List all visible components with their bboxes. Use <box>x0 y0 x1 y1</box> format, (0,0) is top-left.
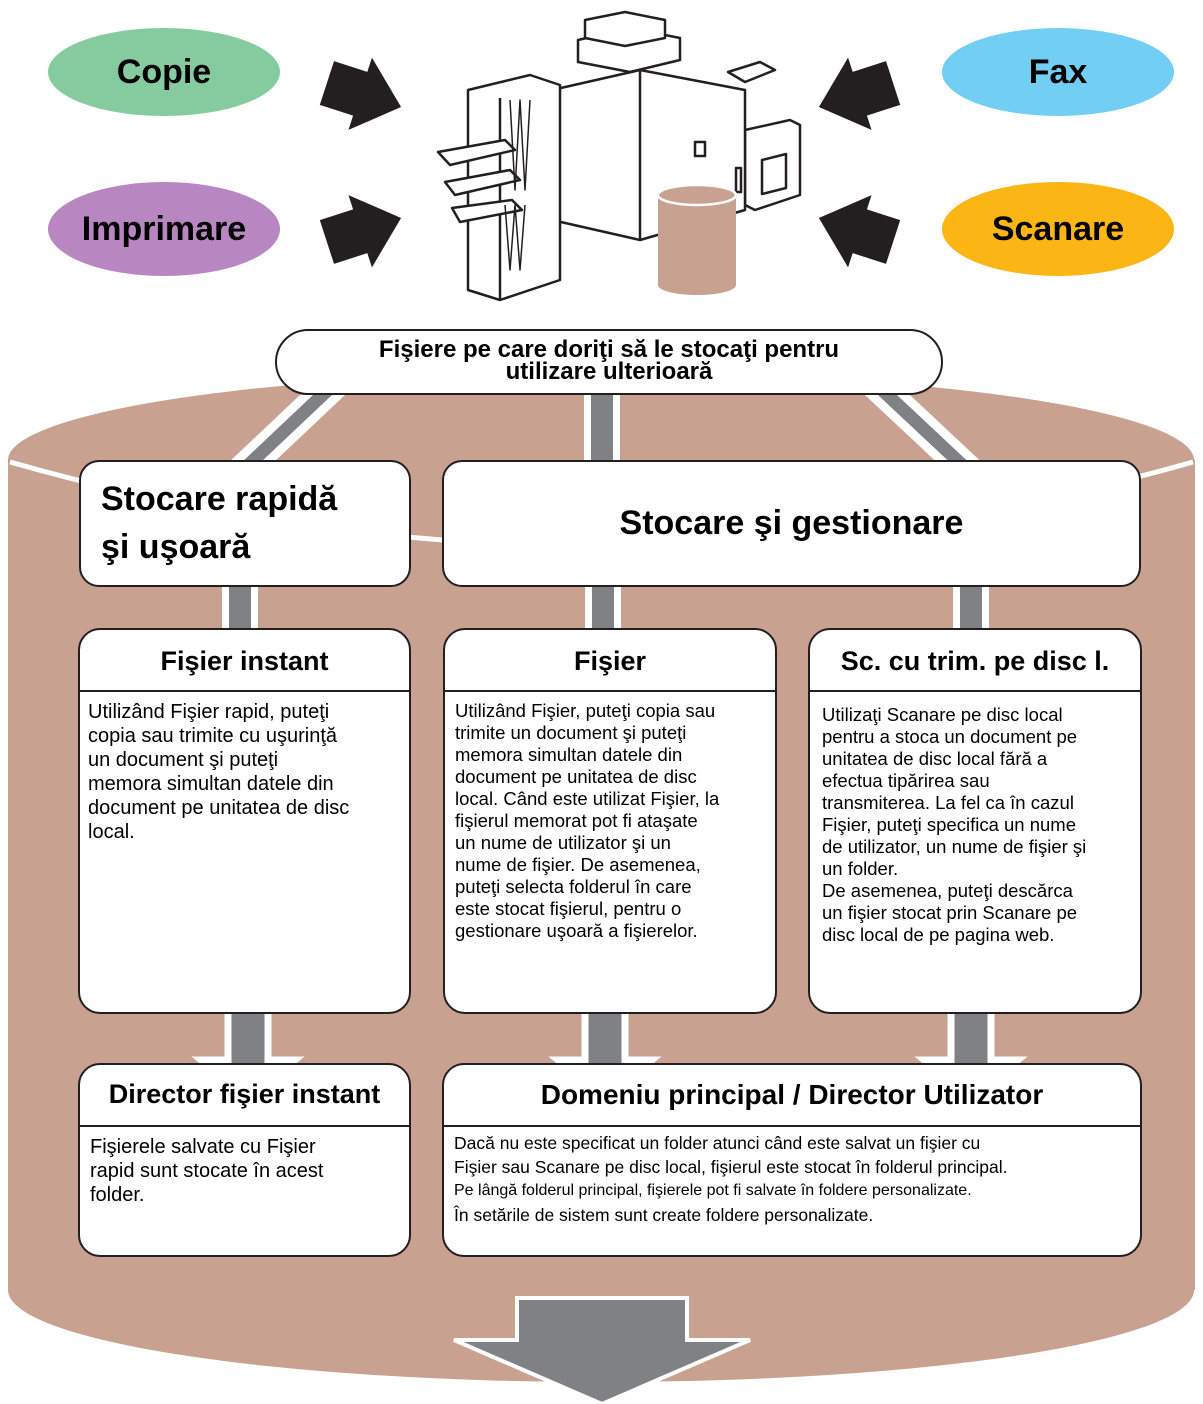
file-description: Utilizând Fişier, puteţi copia sau trimi… <box>445 692 775 942</box>
main-folder-line: Dacă nu este specificat un folder atunci… <box>454 1133 981 1153</box>
file-line: memora simultan datele din <box>455 744 683 765</box>
print-oval: Imprimare <box>48 182 280 276</box>
file-line: puteţi selecta folderul în care <box>455 876 692 897</box>
scan-to-hdd-line: Utilizaţi Scanare pe disc local <box>822 704 1063 725</box>
quick-file-folder-line: rapid sunt stocate în acest <box>90 1160 324 1182</box>
printer-illustration <box>436 10 802 302</box>
quick-file-folder-title: Director fişier instant <box>108 1079 381 1109</box>
scan-to-hdd-line: pentru a stoca un document pe <box>822 726 1078 747</box>
scan-to-hdd-line: Fişier, puteţi specifica un nume <box>822 814 1076 835</box>
hdd-icon <box>656 183 738 295</box>
print-label: Imprimare <box>81 209 247 248</box>
scan-to-hdd-box: Sc. cu trim. pe disc l. Utilizaţi Scanar… <box>808 628 1142 1014</box>
quick-storage-line-2: şi uşoară <box>101 528 251 566</box>
quick-file-folder-box: Director fişier instant Fişierele salvat… <box>78 1063 411 1257</box>
banner-line-1: Fişiere pe care doriţi să le stocaţi pen… <box>378 336 840 363</box>
fax-label: Fax <box>1028 52 1088 91</box>
file-title: Fişier <box>573 646 647 676</box>
scan-to-hdd-title: Sc. cu trim. pe disc l. <box>840 646 1110 676</box>
file-box: Fişier Utilizând Fişier, puteţi copia sa… <box>443 628 777 1014</box>
scan-to-hdd-line: unitatea de disc local fără a <box>822 748 1048 769</box>
file-line: nume de fişier. De asemenea, <box>455 854 701 875</box>
main-folder-box: Domeniu principal / Director Utilizator … <box>442 1063 1142 1257</box>
main-folder-line: În setările de sistem sunt create folder… <box>454 1205 874 1225</box>
stored-files-banner: Fişiere pe care doriţi să le stocaţi pen… <box>275 329 943 395</box>
scan-oval: Scanare <box>942 182 1174 276</box>
scan-to-hdd-description: Utilizaţi Scanare pe disc local pentru a… <box>810 692 1140 946</box>
main-folder-line: Fişier sau Scanare pe disc local, fişier… <box>454 1157 1008 1177</box>
main-folder-line: Pe lângă folderul principal, fişierele p… <box>454 1182 972 1199</box>
file-line: local. Când este utilizat Fişier, la <box>455 788 720 809</box>
quick-file-line: document pe unitatea de disc <box>88 797 350 819</box>
file-line: fişierul memorat pot fi ataşate <box>455 810 698 831</box>
quick-file-description: Utilizând Fişier rapid, puteţi copia sau… <box>80 692 409 844</box>
scan-to-hdd-line: transmiterea. La fel ca în cazul <box>822 792 1074 813</box>
file-line: document pe unitatea de disc <box>455 766 697 787</box>
quick-file-line: memora simultan datele din <box>88 773 334 795</box>
scan-to-hdd-line: disc local de pe pagina web. <box>822 924 1055 945</box>
copy-oval: Copie <box>48 28 280 116</box>
mode-connectors <box>222 585 989 630</box>
quick-file-folder-description: Fişierele salvate cu Fişier rapid sunt s… <box>80 1127 409 1207</box>
banner-line-2: utilizare ulterioară <box>505 358 713 385</box>
managed-storage-box: Stocare şi gestionare <box>442 460 1141 587</box>
input-arrows <box>319 57 901 268</box>
scan-to-hdd-line: de utilizator, un nume de fişier şi <box>822 836 1087 857</box>
quick-file-folder-line: Fişierele salvate cu Fişier <box>90 1136 316 1158</box>
copy-label: Copie <box>116 52 212 91</box>
main-folder-title: Domeniu principal / Director Utilizator <box>540 1079 1044 1110</box>
quick-file-folder-line: folder. <box>90 1184 145 1206</box>
file-line: Utilizând Fişier, puteţi copia sau <box>455 700 716 721</box>
quick-file-box: Fişier instant Utilizând Fişier rapid, p… <box>78 628 411 1014</box>
managed-storage-title: Stocare şi gestionare <box>619 504 964 542</box>
quick-file-line: un document şi puteţi <box>88 749 279 771</box>
quick-storage-line-1: Stocare rapidă <box>101 480 338 518</box>
banner-connectors <box>210 395 990 480</box>
scan-to-hdd-line: un folder. <box>822 858 899 879</box>
quick-file-line: copia sau trimite cu uşurinţă <box>88 725 338 747</box>
quick-storage-box: Stocare rapidă şi uşoară <box>79 460 411 587</box>
file-line: este stocat fişierul, pentru o <box>455 898 682 919</box>
scan-to-hdd-line: efectua tipărirea sau <box>822 770 990 791</box>
file-line: trimite un document şi puteţi <box>455 722 687 743</box>
file-line: un nume de utilizator şi un <box>455 832 671 853</box>
quick-file-title: Fişier instant <box>160 646 329 676</box>
main-folder-description: Dacă nu este specificat un folder atunci… <box>444 1127 1140 1227</box>
file-line: gestionare uşoară a fişierelor. <box>455 920 698 941</box>
output-arrow <box>453 1296 751 1404</box>
quick-file-line: local. <box>88 821 135 843</box>
quick-file-line: Utilizând Fişier rapid, puteţi <box>88 701 330 723</box>
scan-to-hdd-line: un fişier stocat prin Scanare pe <box>822 902 1078 923</box>
scan-to-hdd-line: De asemenea, puteţi descărca <box>822 880 1073 901</box>
fax-oval: Fax <box>942 28 1174 116</box>
scan-label: Scanare <box>991 209 1125 248</box>
